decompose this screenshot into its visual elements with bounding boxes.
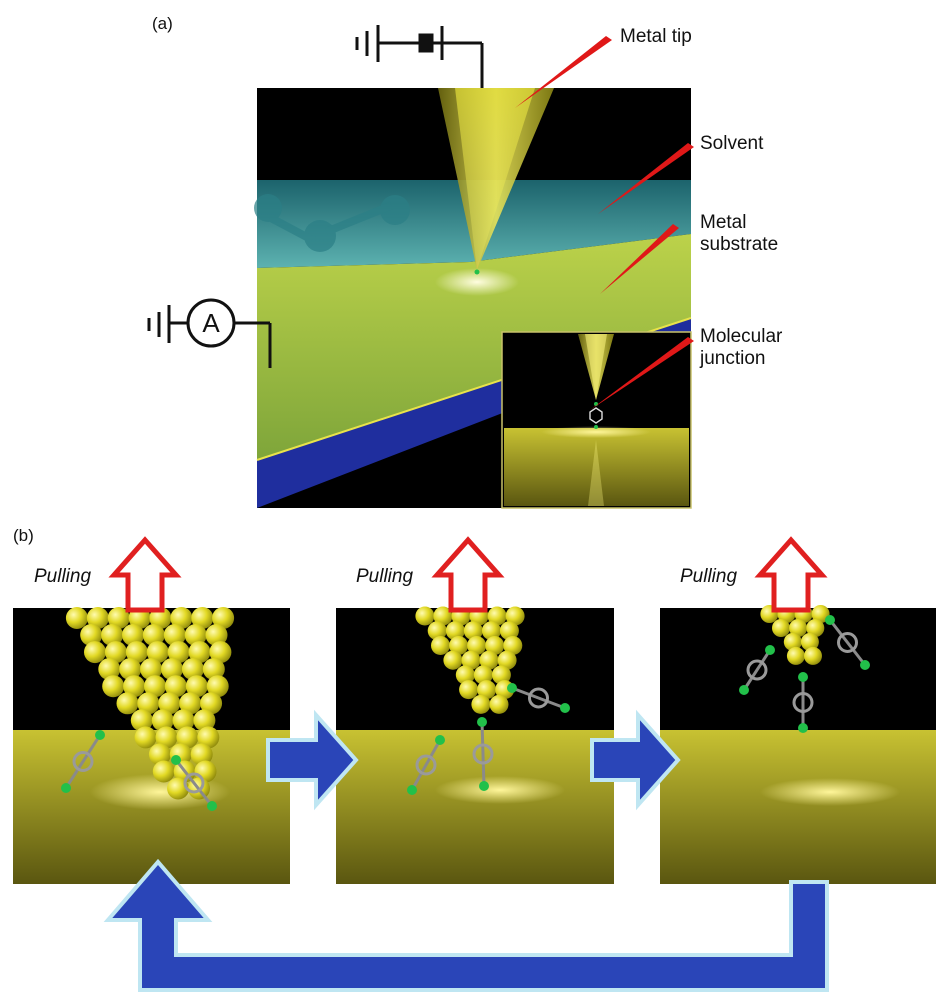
molecular-junction-label-line1: Molecular [700,326,783,347]
molecular-junction-label-line2: junction [700,348,766,369]
panel-a-label: (a) [152,14,173,33]
process-arrows [103,709,829,992]
return-arrow [103,858,829,992]
pulling-label-1: Pulling [34,566,92,587]
metal-substrate-label-line2: substrate [700,234,779,255]
step-arrow-1 [266,709,359,811]
ammeter-circuit [147,298,272,368]
step-arrow-2 [590,709,681,811]
metal-tip-label: Metal tip [620,26,692,47]
metal-substrate-label-line1: Metal [700,212,747,233]
bias-source-symbol [355,25,484,88]
metal-substrate-surface [257,234,691,460]
panel-b-label: (b) [13,526,34,545]
label-pointers [515,36,694,410]
pulling-arrow-3 [754,536,828,613]
solvent-label: Solvent [700,133,764,154]
pulling-label-2: Pulling [356,566,414,587]
bridging-molecules [61,615,870,811]
ammeter-symbol: A [202,308,220,338]
solvent-molecule [254,194,410,252]
pulling-arrows [108,536,828,613]
pulling-arrow-1 [108,536,182,613]
pulling-arrow-2 [431,536,505,613]
pulling-label-3: Pulling [680,566,738,587]
